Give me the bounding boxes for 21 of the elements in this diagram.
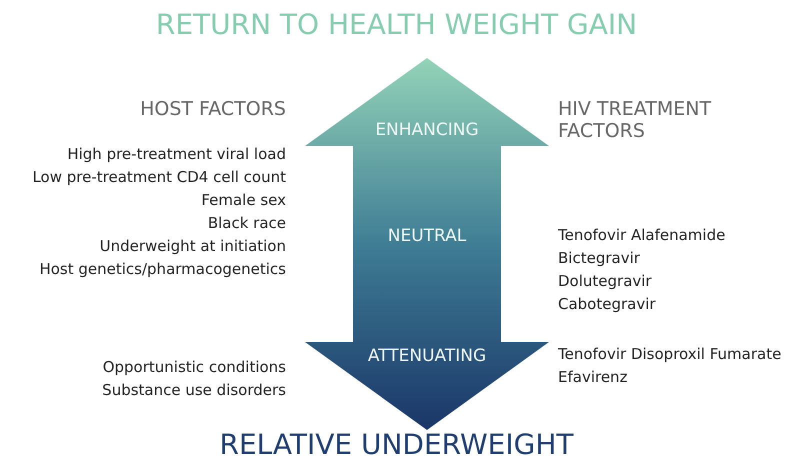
diagram-title: RETURN TO HEALTH WEIGHT GAIN <box>154 8 638 41</box>
factor-text: Tenofovir Disoproxil Fumarate <box>558 345 782 363</box>
column-heading: HOST FACTORS <box>140 98 286 120</box>
arrow-label: ENHANCING <box>375 120 479 140</box>
factor-text: Dolutegravir <box>558 272 652 290</box>
factor-text: Host genetics/pharmacogenetics <box>39 260 286 278</box>
factor-text: Black race <box>208 214 286 232</box>
arrow-label: NEUTRAL <box>388 226 466 246</box>
factor-text: Tenofovir Alafenamide <box>558 226 726 244</box>
factor-text: High pre-treatment viral load <box>67 145 286 163</box>
diagram-caption: RELATIVE UNDERWEIGHT <box>218 428 574 461</box>
factor-text: Cabotegravir <box>558 295 656 313</box>
factor-text: Opportunistic conditions <box>102 358 286 376</box>
factor-text: Female sex <box>201 191 286 209</box>
column-heading: HIV TREATMENT FACTORS <box>558 98 712 142</box>
factor-text: Underweight at initiation <box>100 237 286 255</box>
factor-text: Efavirenz <box>558 368 628 386</box>
factor-text: Low pre-treatment CD4 cell count <box>32 168 286 186</box>
arrow-label: ATTENUATING <box>368 346 486 366</box>
factor-text: Substance use disorders <box>102 381 286 399</box>
factor-text: Bictegravir <box>558 249 640 267</box>
